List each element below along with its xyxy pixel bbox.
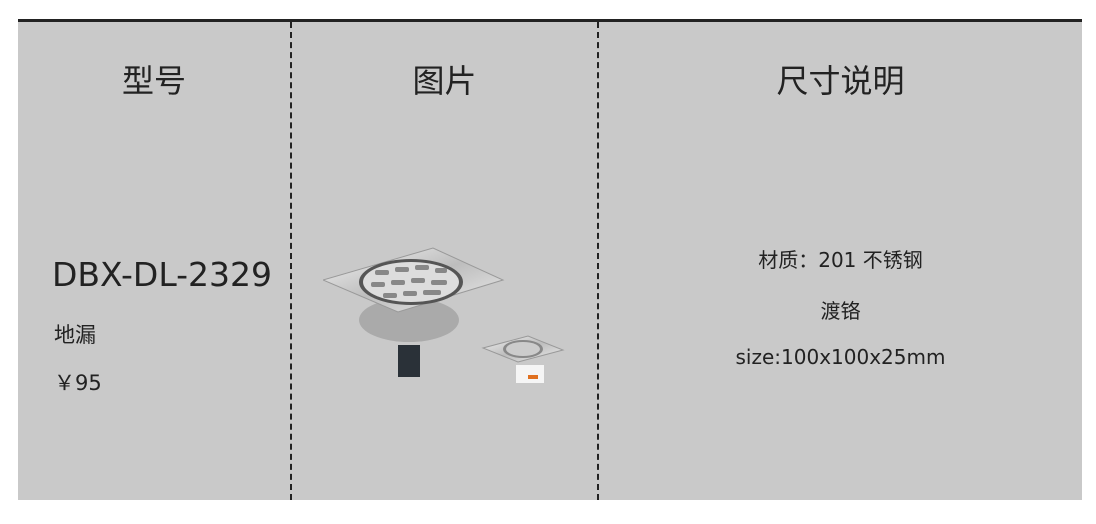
large-drain bbox=[323, 247, 505, 377]
model-number: DBX-DL-2329 bbox=[52, 255, 273, 294]
small-drain bbox=[481, 335, 565, 383]
spec-material: 材质：201 不锈钢 bbox=[758, 248, 923, 272]
header-image: 图片 bbox=[412, 62, 477, 100]
product-spec-table: 型号 图片 尺寸说明 DBX-DL-2329 地漏 ￥95 bbox=[18, 19, 1082, 500]
spec-size: size:100x100x25mm bbox=[735, 345, 946, 369]
spec-finish: 渡铬 bbox=[820, 299, 861, 323]
header-model: 型号 bbox=[121, 62, 186, 100]
header-spec: 尺寸说明 bbox=[776, 62, 905, 100]
column-divider bbox=[597, 22, 599, 500]
floor-drain-image bbox=[323, 247, 565, 383]
product-price: ￥95 bbox=[54, 371, 102, 395]
column-divider bbox=[290, 22, 292, 500]
product-name: 地漏 bbox=[54, 323, 96, 347]
